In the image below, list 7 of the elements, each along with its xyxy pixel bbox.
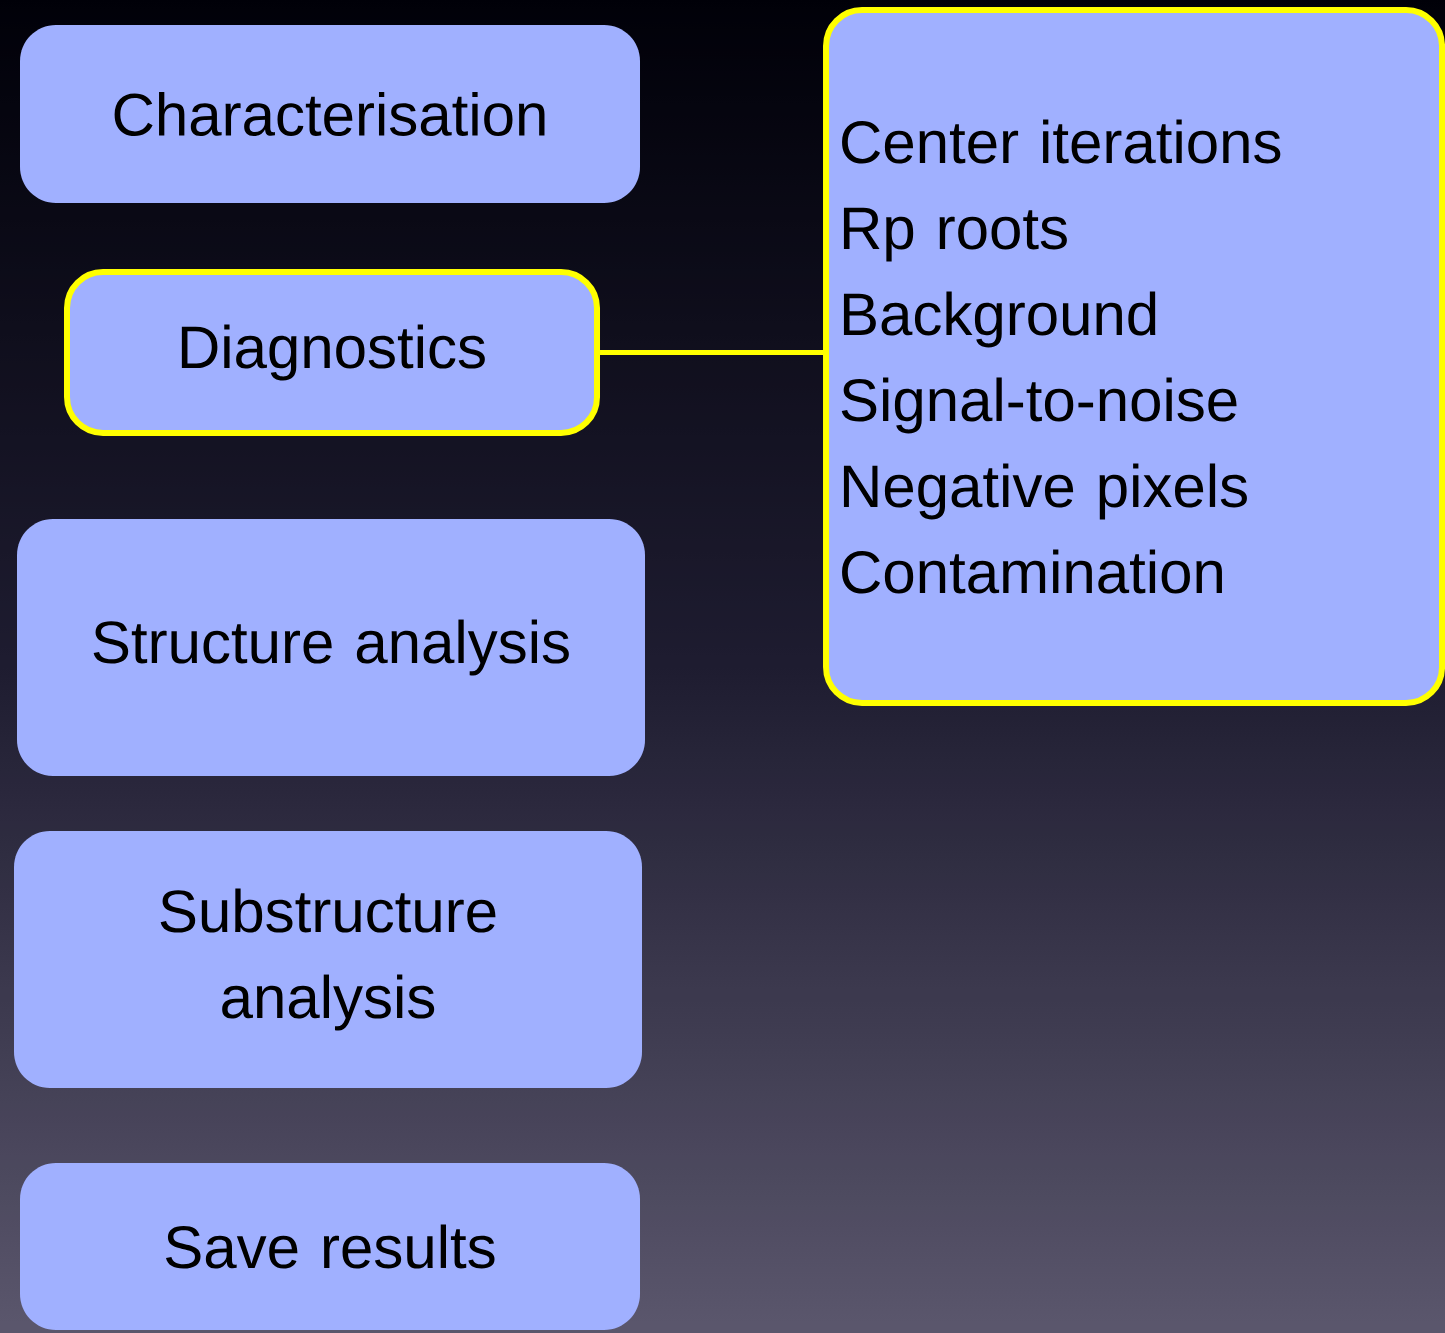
- process-box: Substructure analysis: [14, 831, 642, 1088]
- process-box: Characterisation: [20, 25, 640, 203]
- process-box: Structure analysis: [17, 519, 645, 776]
- connector-line: [600, 350, 823, 355]
- process-box: Diagnostics: [64, 269, 600, 436]
- list-box: Center iterations Rp roots Background Signal-to-noise Negative pixels Contamination: [823, 7, 1445, 706]
- process-box: Save results: [20, 1163, 640, 1330]
